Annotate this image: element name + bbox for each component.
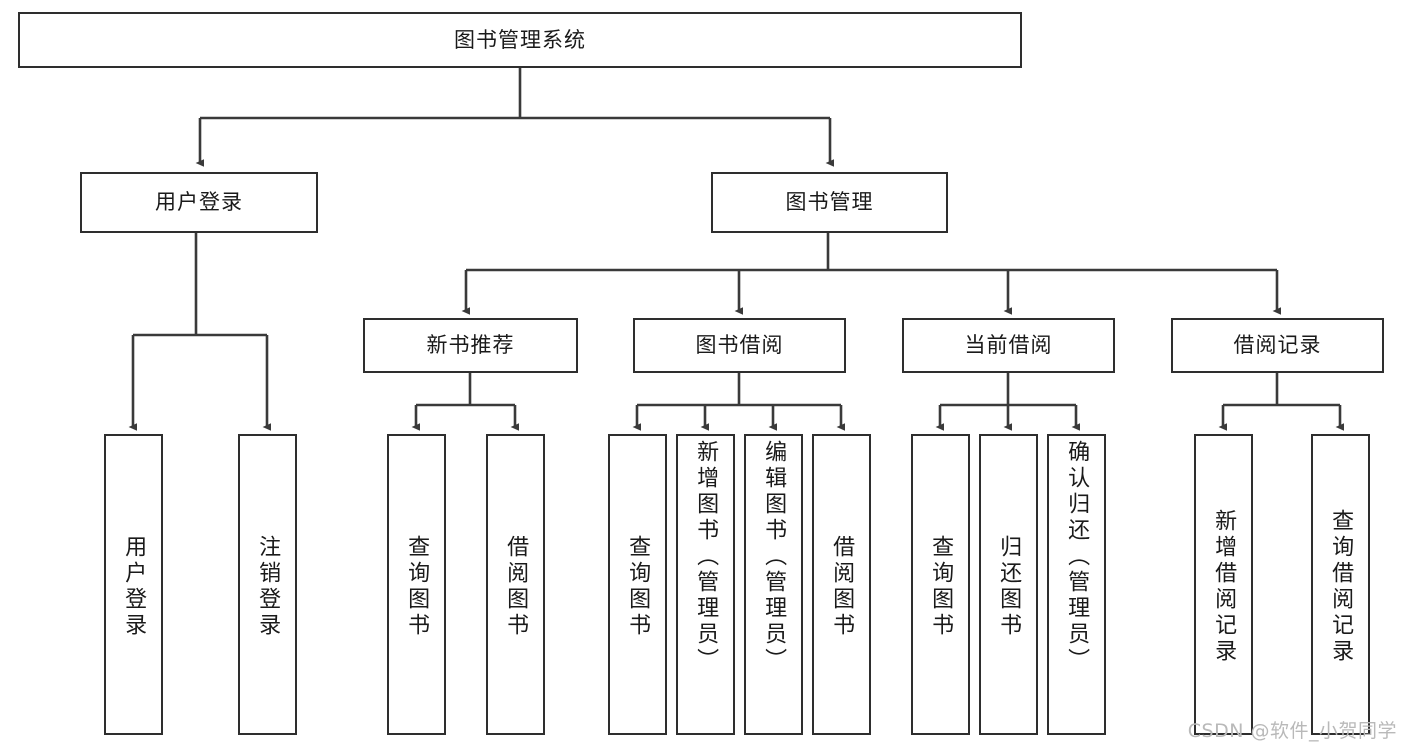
node-label: 查询借阅记录 [1328, 508, 1354, 665]
node-root-system[interactable]: 图书管理系统 [18, 12, 1022, 68]
node-user-login[interactable]: 用户登录 [80, 172, 318, 233]
csdn-watermark: CSDN @软件_小贺同学 [1187, 720, 1397, 742]
node-label: 图书管理系统 [454, 27, 586, 52]
leaf-book-borrow-add[interactable]: 新增图书（管理员） [676, 434, 735, 735]
node-label: 确认归还（管理员） [1064, 440, 1090, 674]
leaf-current-borrow-query[interactable]: 查询图书 [911, 434, 970, 735]
leaf-user-login-signout[interactable]: 注销登录 [238, 434, 297, 735]
node-label: 借阅记录 [1233, 333, 1322, 358]
leaf-user-login-signin[interactable]: 用户登录 [104, 434, 163, 735]
node-label: 借阅图书 [503, 534, 529, 639]
node-label: 用户登录 [155, 190, 243, 215]
leaf-new-book-query[interactable]: 查询图书 [387, 434, 446, 735]
node-label: 用户登录 [121, 534, 147, 639]
leaf-book-borrow-borrow[interactable]: 借阅图书 [812, 434, 871, 735]
node-label: 新增借阅记录 [1211, 508, 1237, 665]
node-label: 查询图书 [928, 534, 954, 639]
node-label: 归还图书 [996, 534, 1022, 639]
node-borrow-record[interactable]: 借阅记录 [1171, 318, 1384, 373]
node-current-borrow[interactable]: 当前借阅 [902, 318, 1115, 373]
node-label: 当前借阅 [964, 333, 1053, 358]
leaf-borrow-record-query[interactable]: 查询借阅记录 [1311, 434, 1370, 735]
leaf-borrow-record-add[interactable]: 新增借阅记录 [1194, 434, 1253, 735]
leaf-book-borrow-edit[interactable]: 编辑图书（管理员） [744, 434, 803, 735]
node-label: 查询图书 [625, 534, 651, 639]
node-label: 注销登录 [255, 534, 281, 639]
node-label: 编辑图书（管理员） [761, 440, 787, 674]
leaf-book-borrow-query[interactable]: 查询图书 [608, 434, 667, 735]
leaf-current-borrow-confirm[interactable]: 确认归还（管理员） [1047, 434, 1106, 735]
node-label: 查询图书 [404, 534, 430, 639]
node-label: 新增图书（管理员） [693, 440, 719, 674]
node-label: 新书推荐 [426, 333, 515, 358]
node-label: 借阅图书 [829, 534, 855, 639]
node-new-book-recommend[interactable]: 新书推荐 [363, 318, 578, 373]
node-book-management[interactable]: 图书管理 [711, 172, 948, 233]
node-book-borrow[interactable]: 图书借阅 [633, 318, 846, 373]
node-label: 图书借阅 [695, 333, 784, 358]
leaf-new-book-borrow[interactable]: 借阅图书 [486, 434, 545, 735]
leaf-current-borrow-return[interactable]: 归还图书 [979, 434, 1038, 735]
node-label: 图书管理 [785, 190, 874, 215]
